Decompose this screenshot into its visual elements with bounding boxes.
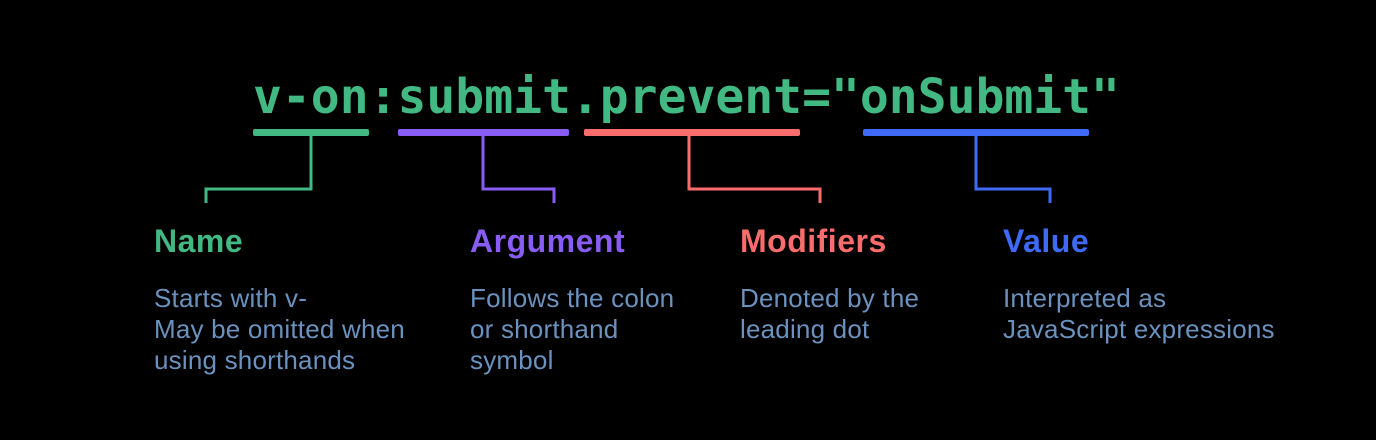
name-description: Starts with v- May be omitted when using…: [154, 283, 405, 376]
argument-column: Argument Follows the colon or shorthand …: [470, 224, 674, 376]
argument-underline: [398, 129, 569, 136]
name-underline: [253, 129, 369, 136]
description-line: leading dot: [740, 314, 870, 344]
value-description: Interpreted as JavaScript expressions: [1003, 283, 1275, 345]
description-line: Follows the colon: [470, 283, 675, 313]
code-line: v-on:submit.prevent="onSubmit": [253, 69, 1120, 125]
name-column: Name Starts with v- May be omitted when …: [154, 224, 405, 376]
description-line: or shorthand: [470, 314, 619, 344]
description-line: JavaScript expressions: [1003, 314, 1275, 344]
description-line: Denoted by the: [740, 283, 920, 313]
value-connector: [974, 136, 1052, 203]
description-line: symbol: [470, 345, 554, 375]
value-column: Value Interpreted as JavaScript expressi…: [1003, 224, 1275, 345]
value-label: Value: [1003, 223, 1090, 259]
description-line: Starts with v-: [154, 283, 308, 313]
argument-description: Follows the colon or shorthand symbol: [470, 283, 674, 376]
modifiers-label: Modifiers: [740, 223, 887, 259]
name-label: Name: [154, 223, 244, 259]
description-line: Interpreted as: [1003, 283, 1167, 313]
modifiers-column: Modifiers Denoted by the leading dot: [740, 224, 919, 345]
modifiers-underline: [584, 129, 800, 136]
name-connector: [204, 136, 313, 203]
argument-connector: [481, 136, 556, 203]
description-line: using shorthands: [154, 345, 356, 375]
value-underline: [863, 129, 1089, 136]
modifiers-connector: [687, 136, 822, 203]
modifiers-description: Denoted by the leading dot: [740, 283, 919, 345]
description-line: May be omitted when: [154, 314, 405, 344]
argument-label: Argument: [470, 223, 626, 259]
